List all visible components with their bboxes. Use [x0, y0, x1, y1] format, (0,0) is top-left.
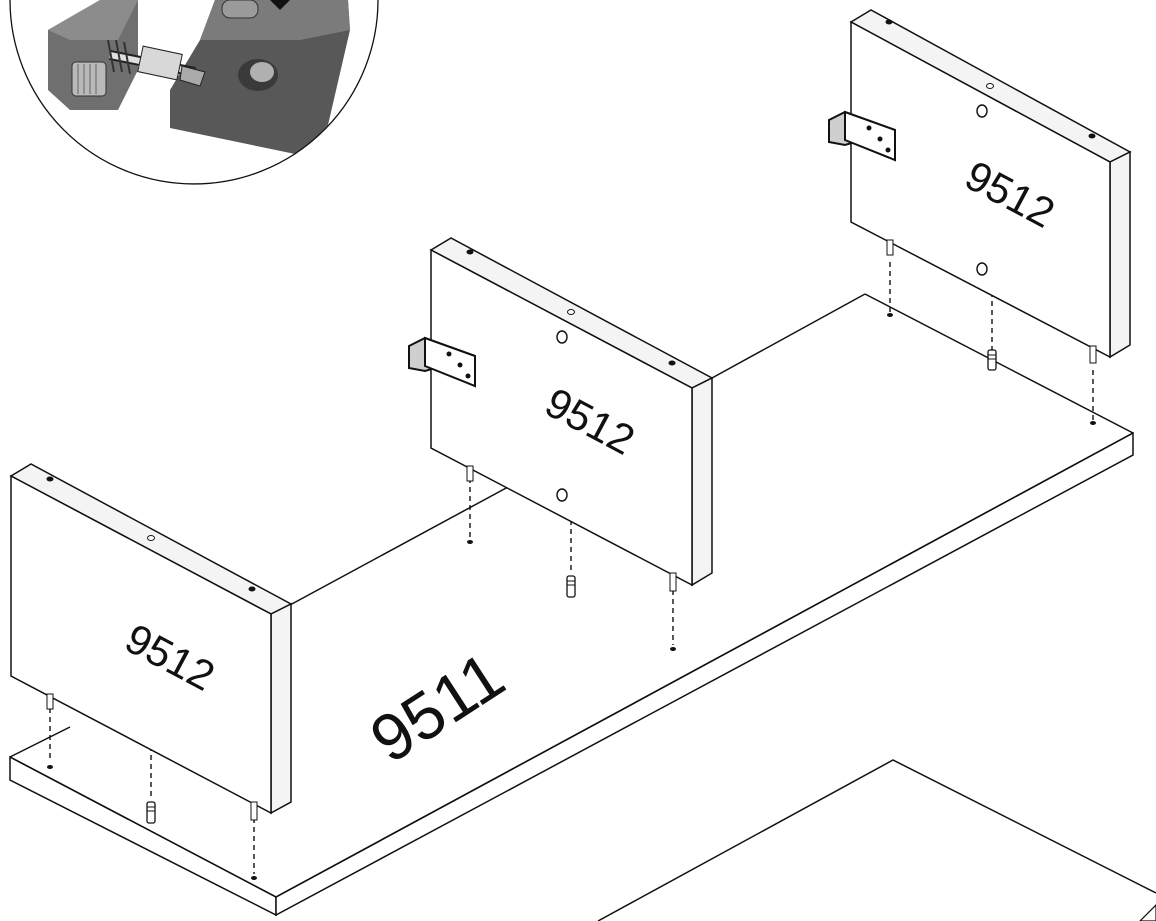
second-base-panel — [597, 759, 1156, 921]
side-panel-right: 9512 — [828, 9, 1132, 425]
cam-lock-detail-callout — [9, 0, 379, 185]
cam-screw-icon — [566, 575, 576, 598]
side-panel-middle: 9512 — [408, 237, 714, 651]
cam-lock-connector-icon — [48, 0, 350, 155]
cam-screw-icon — [146, 801, 156, 824]
cam-screw-icon — [987, 349, 997, 371]
l-bracket-icon — [408, 336, 476, 388]
dowel-pin-icon — [466, 465, 677, 592]
side-panel-left: 9512 — [9, 463, 293, 880]
dowel-pin-icon — [886, 239, 1097, 364]
dowel-pin-icon — [46, 693, 258, 821]
l-bracket-icon — [828, 110, 896, 162]
